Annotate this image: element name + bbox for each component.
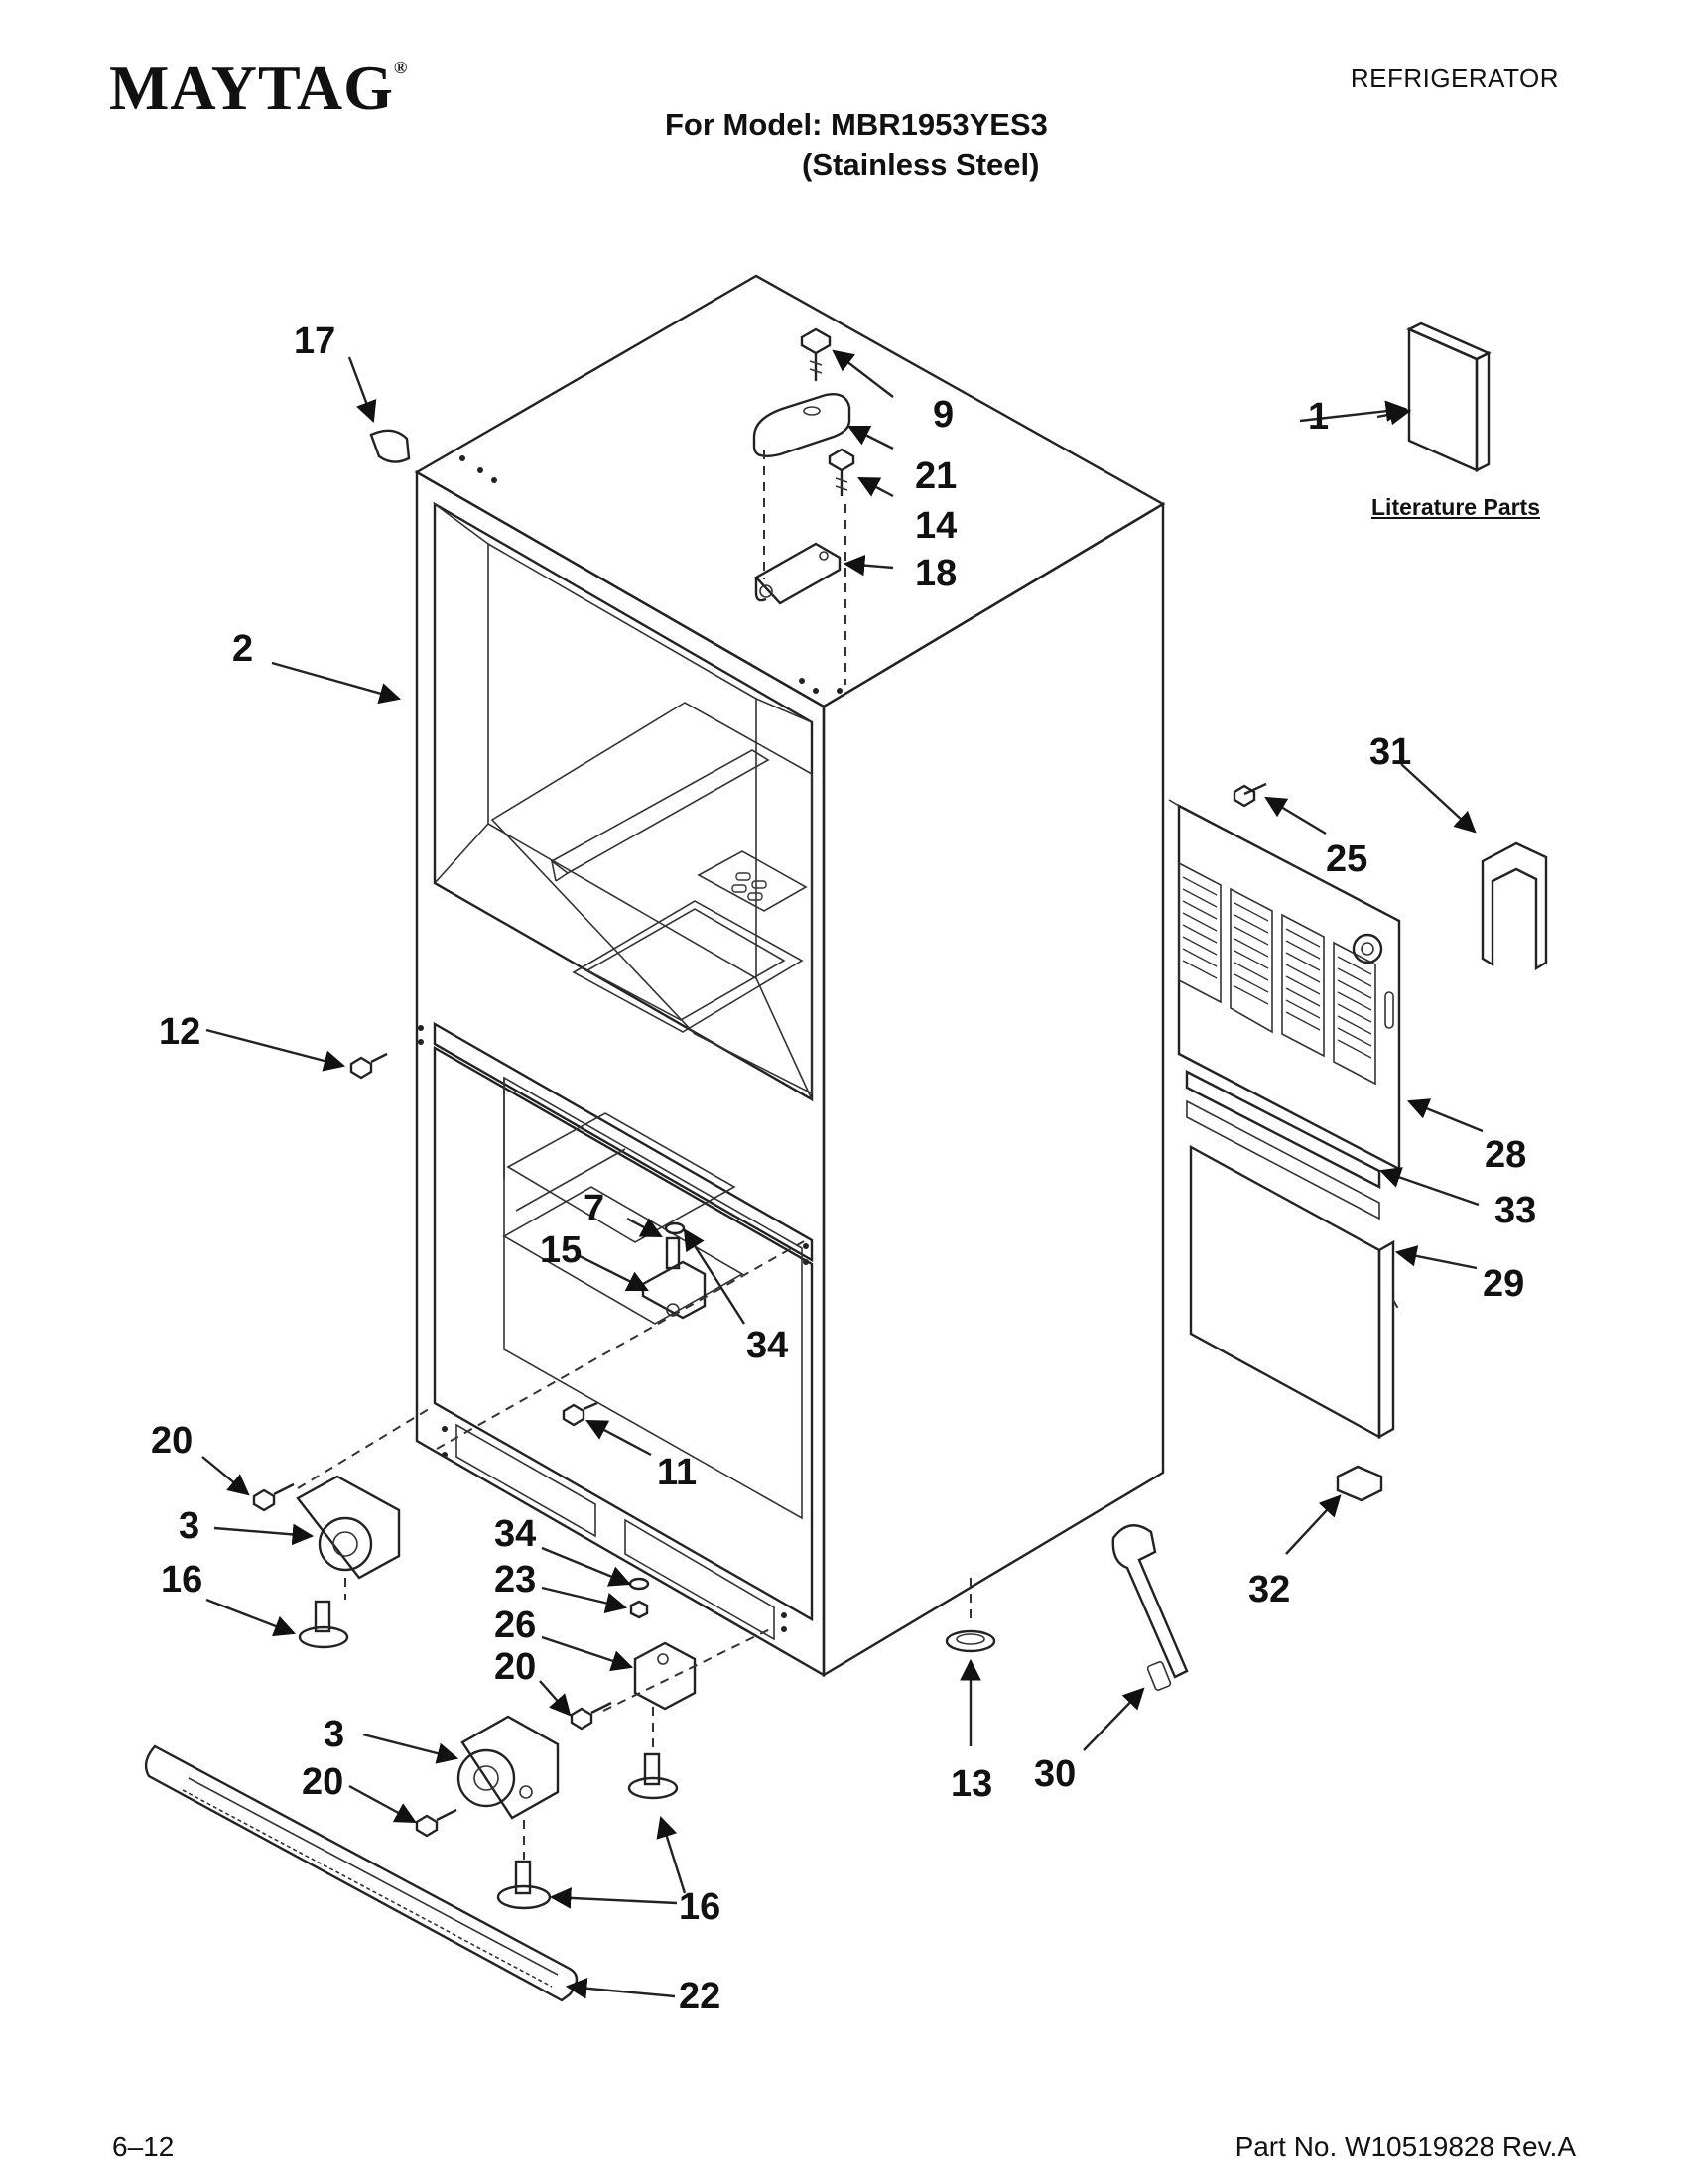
leveling-wrench-part-30 [1111, 1524, 1189, 1691]
callout-3-center: 3 [324, 1714, 344, 1755]
callout-30: 30 [1034, 1753, 1076, 1795]
screw-part-11 [562, 1401, 598, 1427]
callout-16-lower: 16 [679, 1886, 720, 1928]
screw-part-20-left [252, 1482, 295, 1512]
callout-34-lower: 34 [494, 1513, 536, 1555]
refrigerator-cabinet [414, 274, 1166, 1678]
callout-3-left: 3 [179, 1505, 199, 1547]
kickplate-part-29 [1189, 1144, 1402, 1440]
hinge-cover-part-21 [752, 393, 851, 457]
callout-26: 26 [494, 1605, 536, 1646]
foot-pad-part-13 [945, 1578, 996, 1653]
model-variant: (Stainless Steel) [802, 147, 1040, 182]
callout-21: 21 [915, 455, 957, 497]
clip-part-31 [1481, 841, 1548, 971]
literature-parts-label: Literature Parts [1371, 494, 1541, 520]
callout-32: 32 [1248, 1569, 1290, 1610]
callout-31: 31 [1369, 731, 1411, 773]
page-number: 6–12 [112, 2131, 175, 2162]
screw-part-20-middle [570, 1701, 612, 1731]
callout-20-left: 20 [151, 1420, 193, 1462]
screw-part-12 [349, 1052, 388, 1080]
roller-assembly-center [415, 1577, 775, 1838]
callout-12: 12 [159, 1011, 200, 1053]
callout-16-left: 16 [161, 1559, 202, 1601]
washer-part-34-upper [664, 1221, 686, 1235]
callout-28: 28 [1485, 1134, 1526, 1176]
callout-25: 25 [1326, 838, 1367, 880]
callout-33: 33 [1494, 1190, 1536, 1231]
callout-22: 22 [679, 1976, 720, 2017]
clip-part-32 [1336, 1465, 1383, 1502]
literature-book-part-1 [1406, 321, 1492, 472]
screw-part-23 [629, 1600, 649, 1619]
bracket-part-15 [641, 1260, 707, 1320]
hinge-bracket-part-18 [754, 542, 842, 605]
callout-20-middle: 20 [494, 1646, 536, 1688]
callout-2: 2 [232, 628, 253, 670]
part-number: Part No. W10519828 Rev.A [1234, 2131, 1576, 2162]
leader-lines [201, 349, 1484, 1999]
callout-34-upper: 34 [746, 1325, 788, 1366]
tube-part-17 [369, 429, 411, 463]
callout-11: 11 [657, 1452, 697, 1493]
callout-14: 14 [915, 505, 957, 547]
document-type: REFRIGERATOR [1350, 64, 1559, 93]
top-hinge-assembly [752, 327, 855, 685]
pin-part-7 [665, 1236, 681, 1270]
callout-13: 13 [951, 1763, 992, 1805]
callout-20-lower: 20 [302, 1761, 343, 1803]
callout-7: 7 [584, 1188, 604, 1229]
screw-part-25 [1233, 782, 1267, 808]
callout-29: 29 [1483, 1263, 1524, 1305]
brand-logo: MAYTAG® [109, 52, 408, 125]
freezer-hinge-parts [436, 1221, 807, 1450]
screw-part-14 [828, 448, 855, 496]
washer-part-34-lower [628, 1577, 650, 1591]
registered-mark: ® [393, 58, 409, 77]
brand-name: MAYTAG [109, 53, 394, 123]
callout-15: 15 [540, 1229, 582, 1271]
bracket-part-26 [633, 1641, 697, 1711]
callout-9: 9 [933, 394, 954, 436]
leveler-part-16-center [627, 1707, 679, 1800]
roller-assembly-left [252, 1408, 430, 1600]
leveler-part-16-left [298, 1600, 349, 1649]
callout-1: 1 [1308, 396, 1329, 438]
model-number: For Model: MBR1953YES3 [665, 107, 1048, 142]
screw-part-20-lower [415, 1808, 457, 1838]
base-grille-part-22 [144, 1744, 579, 2002]
callout-labels: 1 2 3 3 7 9 11 12 13 14 15 16 16 17 18 2… [151, 321, 1536, 2017]
callout-18: 18 [915, 553, 957, 594]
leveler-part-16-lower [496, 1820, 552, 1910]
callout-23: 23 [494, 1559, 536, 1601]
callout-17: 17 [294, 321, 335, 362]
screw-part-9 [800, 327, 832, 381]
